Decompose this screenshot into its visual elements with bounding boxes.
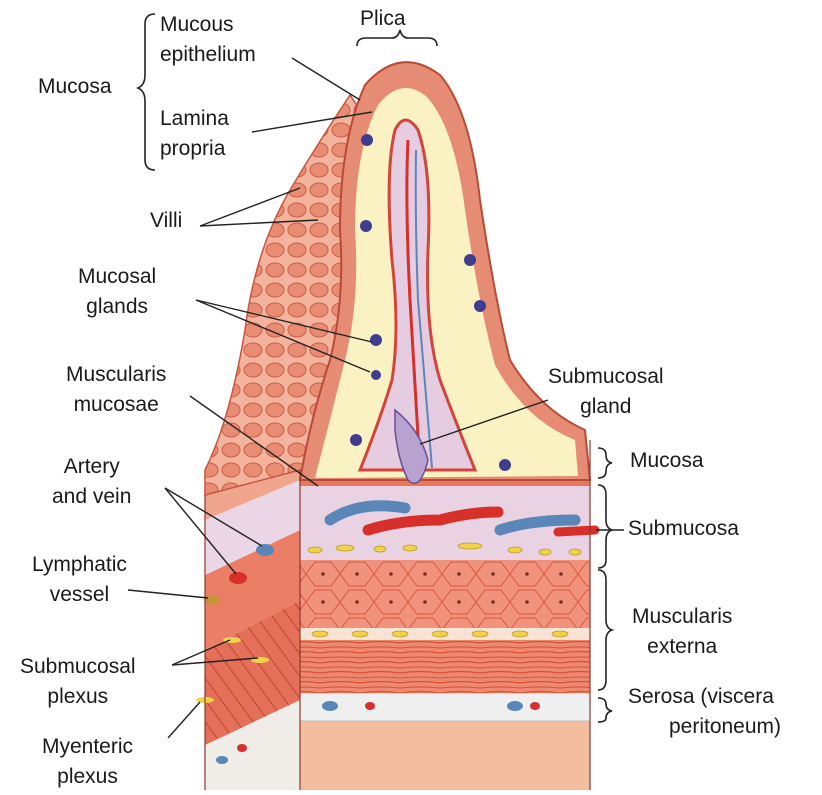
mucosa-bracket-left: [138, 14, 155, 170]
plexus-mark: [539, 549, 551, 555]
gland-dot: [361, 134, 373, 146]
muscularis-longitudinal: [300, 640, 590, 693]
muscularis-bracket: [598, 570, 612, 690]
serosa-layer: [300, 693, 590, 721]
muscularis-circular: [300, 560, 590, 628]
outer-serosa-band: [300, 720, 590, 790]
gland-dot: [499, 459, 511, 471]
plexus-mark: [432, 631, 448, 637]
gland-dot: [360, 220, 372, 232]
gland-dot: [371, 370, 381, 380]
leader-lymphatic: [128, 590, 208, 598]
gland-dot: [350, 434, 362, 446]
plexus-mark: [552, 631, 568, 637]
plexus-mark: [569, 549, 581, 555]
plexus-mark: [508, 547, 522, 553]
plexus-mark: [312, 631, 328, 637]
plexus-mark: [512, 631, 528, 637]
gland-dot: [474, 300, 486, 312]
plexus-mark: [403, 545, 417, 551]
plexus-mark: [458, 543, 482, 549]
serosa-vein: [322, 701, 338, 711]
gland-dot: [464, 254, 476, 266]
plexus-mark: [308, 547, 322, 553]
side-artery: [237, 744, 247, 752]
leader-mucous-epithelium: [292, 58, 360, 100]
gland-dot: [370, 334, 382, 346]
plexus-mark: [352, 631, 368, 637]
label-submucosa: Submucosa: [628, 514, 739, 544]
label-plica: Plica: [360, 4, 406, 34]
side-vein: [256, 544, 274, 556]
mucosa-bracket-right: [598, 448, 612, 478]
plexus-mark: [472, 631, 488, 637]
label-mucosa-right: Mucosa: [630, 446, 704, 476]
leader-myenteric: [168, 702, 200, 738]
serosa-artery: [365, 702, 375, 710]
plexus-mark: [336, 545, 354, 551]
plexus-mark: [374, 546, 386, 552]
label-mucosa-top: Mucosa: [38, 72, 112, 102]
submucosa-bracket: [598, 485, 612, 568]
side-artery: [229, 572, 247, 584]
serosa-artery: [530, 702, 540, 710]
plexus-mark: [392, 631, 408, 637]
left-side-face: [205, 450, 300, 790]
side-lymph: [204, 595, 220, 605]
serosa-vein: [507, 701, 523, 711]
serosa-bracket: [598, 698, 612, 722]
side-vein: [216, 756, 228, 764]
label-villi: Villi: [150, 206, 182, 236]
